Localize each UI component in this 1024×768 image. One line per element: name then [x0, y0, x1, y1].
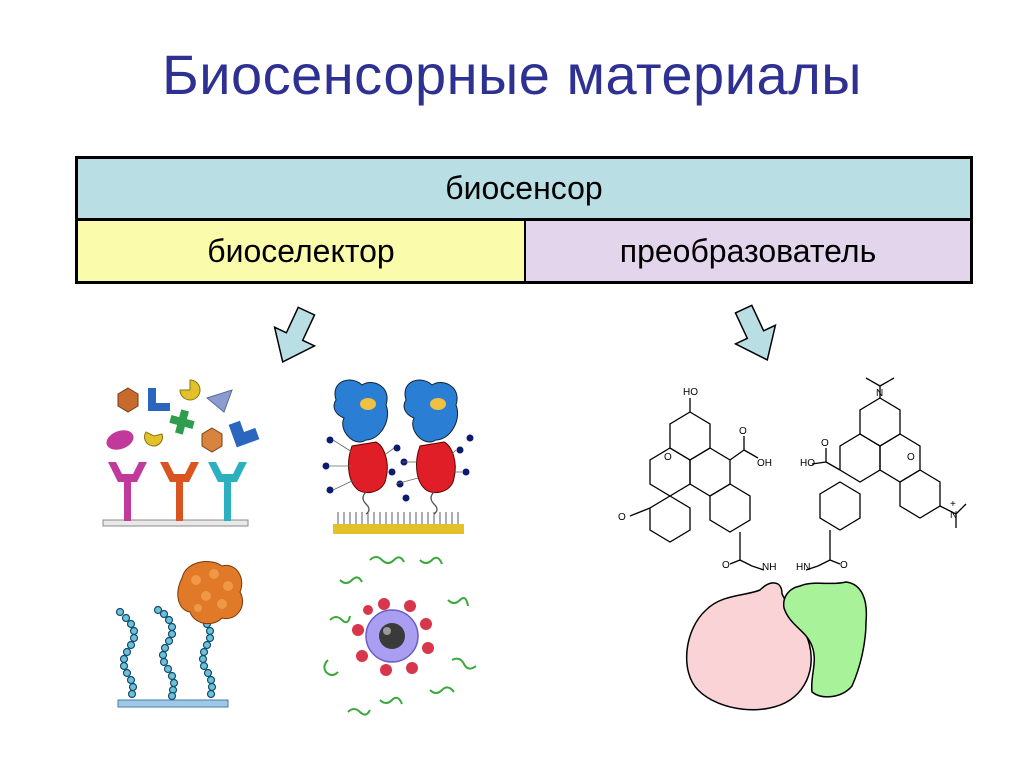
svg-text:HN: HN: [796, 562, 810, 573]
biosensor-header-cell: биосенсор: [78, 159, 970, 221]
svg-text:+: +: [950, 499, 956, 510]
svg-text:HO: HO: [800, 458, 815, 469]
svg-text:O: O: [907, 452, 915, 463]
svg-text:O: O: [821, 438, 829, 449]
svg-text:NH: NH: [762, 562, 776, 573]
antibody-surface-illustration: [322, 379, 474, 534]
arrow-left-icon: [273, 306, 317, 364]
fluorophore-structures: [629, 377, 967, 571]
proteins: [685, 581, 868, 711]
bioselector-cell: биоселектор: [78, 221, 526, 281]
fluorophore-labels: HO OH O O O O NH HN O HO O O N N +: [618, 387, 957, 573]
svg-text:O: O: [840, 560, 848, 571]
nanoparticle-illustration: [323, 556, 477, 716]
svg-text:O: O: [722, 560, 730, 571]
arrow-right-icon: [733, 304, 777, 362]
biosensor-table: биосенсор биоселектор преобразователь: [75, 156, 973, 284]
svg-text:O: O: [664, 452, 672, 463]
slide-title: Биосенсорные материалы: [161, 43, 863, 106]
svg-text:OH: OH: [757, 458, 772, 469]
svg-text:N: N: [950, 510, 957, 521]
svg-text:O: O: [618, 512, 626, 523]
transducer-cell: преобразователь: [526, 221, 970, 281]
svg-text:HO: HO: [683, 387, 698, 398]
receptor-shapes-illustration: [102, 379, 260, 527]
svg-text:O: O: [739, 426, 747, 437]
dna-chains-illustration: [115, 561, 244, 708]
svg-text:N: N: [876, 388, 883, 399]
